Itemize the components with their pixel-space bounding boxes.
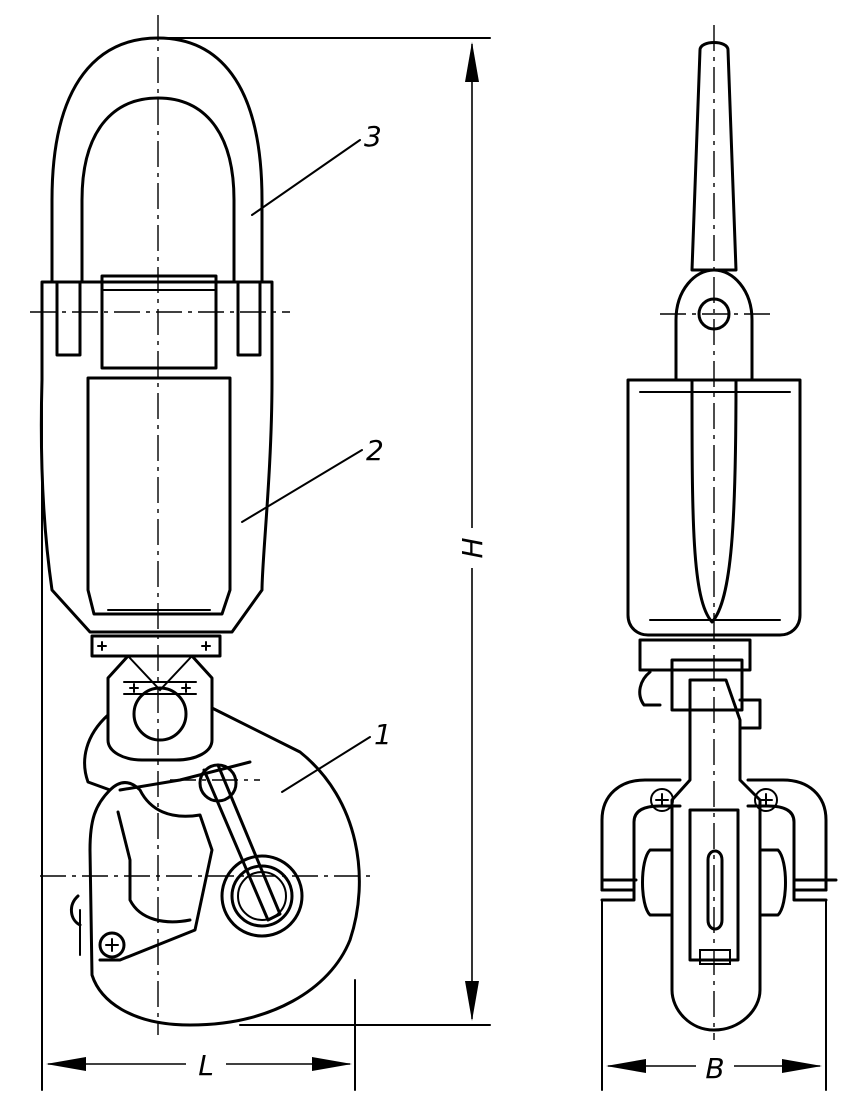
hook-side — [670, 678, 762, 1032]
bearing-plate — [90, 634, 222, 658]
callout-2: 2 — [366, 434, 384, 467]
housing — [30, 274, 290, 634]
dimension-h-label: H — [456, 537, 489, 558]
dimension-b-label: B — [705, 1052, 724, 1085]
dimension-length — [41, 389, 356, 1091]
dimension-height — [157, 37, 491, 1026]
pin-eye — [660, 268, 770, 382]
callout-3: 3 — [364, 120, 382, 153]
housing-side — [626, 378, 802, 637]
hook-body — [40, 706, 370, 1027]
callout-leaders — [241, 139, 371, 793]
shackle — [50, 36, 264, 357]
callout-1: 1 — [374, 718, 392, 751]
swivel-yoke — [106, 654, 214, 762]
swivel-side — [638, 638, 762, 730]
side-view — [600, 25, 838, 1040]
dimension-l-label: L — [198, 1049, 214, 1082]
dimension-width — [601, 899, 827, 1091]
front-view — [30, 15, 370, 1035]
axle-side — [600, 778, 838, 917]
shackle-side — [690, 41, 738, 272]
